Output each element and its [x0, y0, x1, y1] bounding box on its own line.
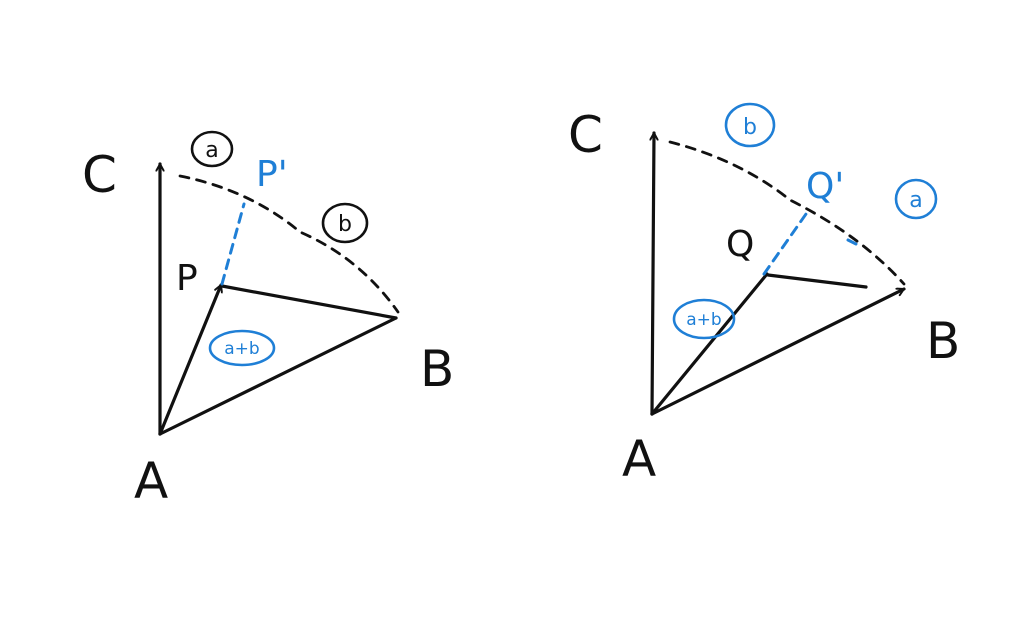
right-vector-ac — [652, 131, 654, 416]
right-ratio-b-text: b — [743, 115, 757, 140]
left-label-a: A — [134, 452, 168, 510]
right-sum-badge: a+b — [672, 298, 736, 340]
right-ratio-b-badge: b — [724, 102, 776, 148]
left-sum-text: a+b — [224, 339, 259, 359]
left-ratio-a-badge: a — [190, 130, 234, 168]
left-segment-pb — [220, 284, 398, 320]
right-ratio-a-text: a — [909, 188, 922, 213]
left-label-c: C — [82, 146, 117, 204]
left-label-b: B — [420, 340, 454, 398]
left-blue-dashed-pp — [220, 202, 246, 286]
left-segment-ab — [158, 316, 398, 436]
right-label-c: C — [568, 106, 603, 164]
left-diagram: C A B P P' a b a+b — [82, 130, 454, 510]
right-label-a: A — [622, 430, 656, 488]
left-ratio-b-badge: b — [321, 202, 369, 244]
left-ratio-b-text: b — [338, 212, 352, 237]
right-ratio-a-badge: a — [894, 178, 938, 220]
left-vector-ap — [158, 283, 221, 436]
right-label-q: Q — [726, 224, 754, 265]
right-dashed-arc-cb — [668, 140, 906, 286]
right-blue-tick — [846, 238, 858, 246]
right-sum-text: a+b — [686, 310, 721, 330]
right-diagram: C A B Q Q' b a a+b — [568, 102, 960, 488]
left-label-p: P — [176, 258, 198, 299]
right-segment-aq — [650, 272, 769, 416]
right-blue-dashed-qq — [762, 212, 808, 276]
right-label-q-prime: Q' — [806, 166, 844, 207]
left-ratio-a-text: a — [205, 138, 218, 163]
right-label-b: B — [926, 312, 960, 370]
right-segment-qb — [766, 273, 868, 289]
right-vector-ab — [650, 287, 906, 416]
left-sum-badge: a+b — [208, 329, 276, 367]
left-dashed-arc-cb — [178, 174, 400, 314]
left-label-p-prime: P' — [256, 154, 288, 195]
